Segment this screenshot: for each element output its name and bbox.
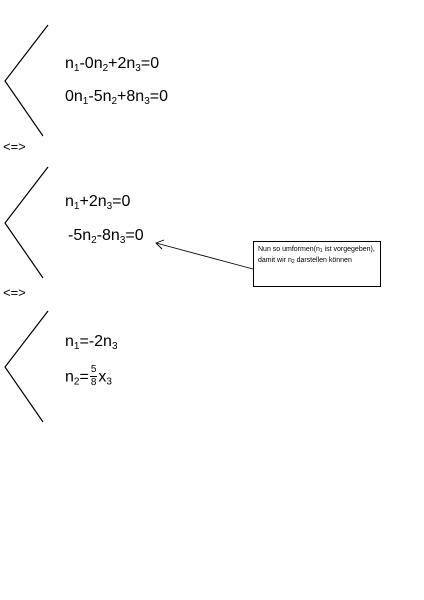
equation-3-1: n1=-2n3: [65, 333, 118, 352]
equivalence-symbol-1: <=>: [3, 139, 26, 154]
system-bracket-2: [4, 166, 49, 279]
equation-1-1: n1-0n2+2n3=0: [65, 55, 160, 74]
annotation-arrow: [155, 239, 254, 270]
system-bracket-3: [4, 310, 49, 423]
equation-2-1: n1+2n3=0: [65, 193, 131, 212]
equation-1-2: 0n1-5n2+8n3=0: [65, 88, 168, 107]
equivalence-symbol-2: <=>: [3, 285, 26, 300]
equation-2-2: -5n2-8n3=0: [68, 227, 144, 246]
annotation-note-box: Nun so umformen(n1 ist vorgegeben), dami…: [253, 241, 381, 287]
system-bracket-1: [4, 24, 49, 137]
